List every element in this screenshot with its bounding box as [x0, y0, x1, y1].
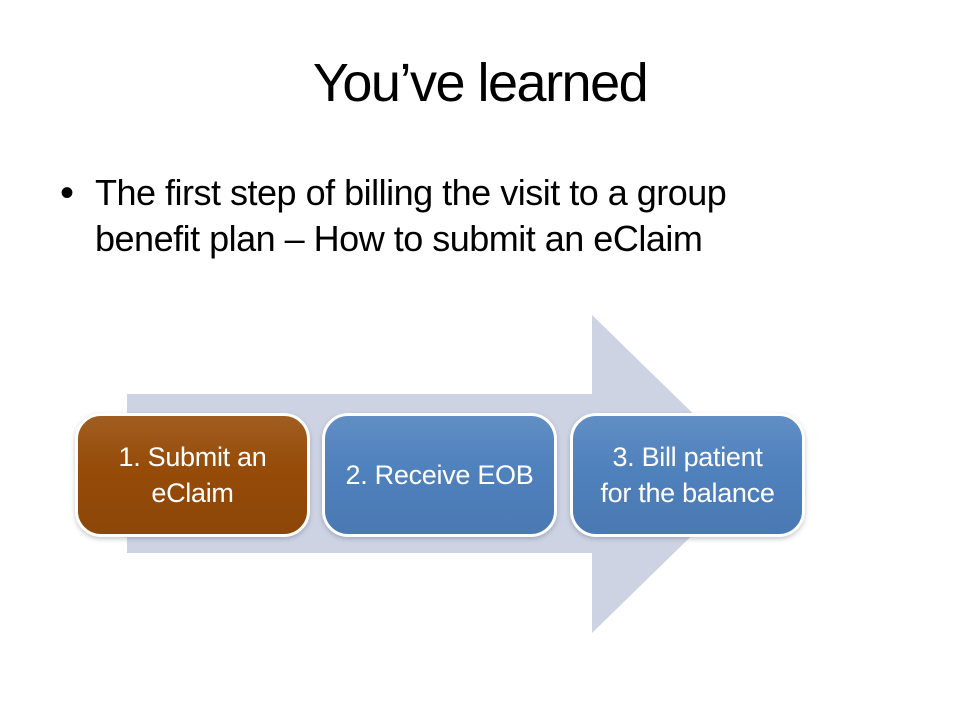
process-step-2-label: 2. Receive EOB [345, 460, 534, 490]
bullet-item: • The first step of billing the visit to… [60, 170, 890, 262]
page-title: You’ve learned [312, 53, 649, 113]
bullet-text: The first step of billing the visit to a… [95, 172, 727, 259]
process-step-3: 3. Bill patient for the balance [570, 413, 805, 537]
process-step-1: 1. Submit an eClaim [75, 413, 310, 537]
process-step-2: 2. Receive EOB [322, 413, 557, 537]
process-step-3-label: 3. Bill patient for the balance [600, 442, 775, 508]
process-step-1-label: 1. Submit an eClaim [118, 442, 267, 508]
bullet-icon: • [60, 171, 75, 215]
